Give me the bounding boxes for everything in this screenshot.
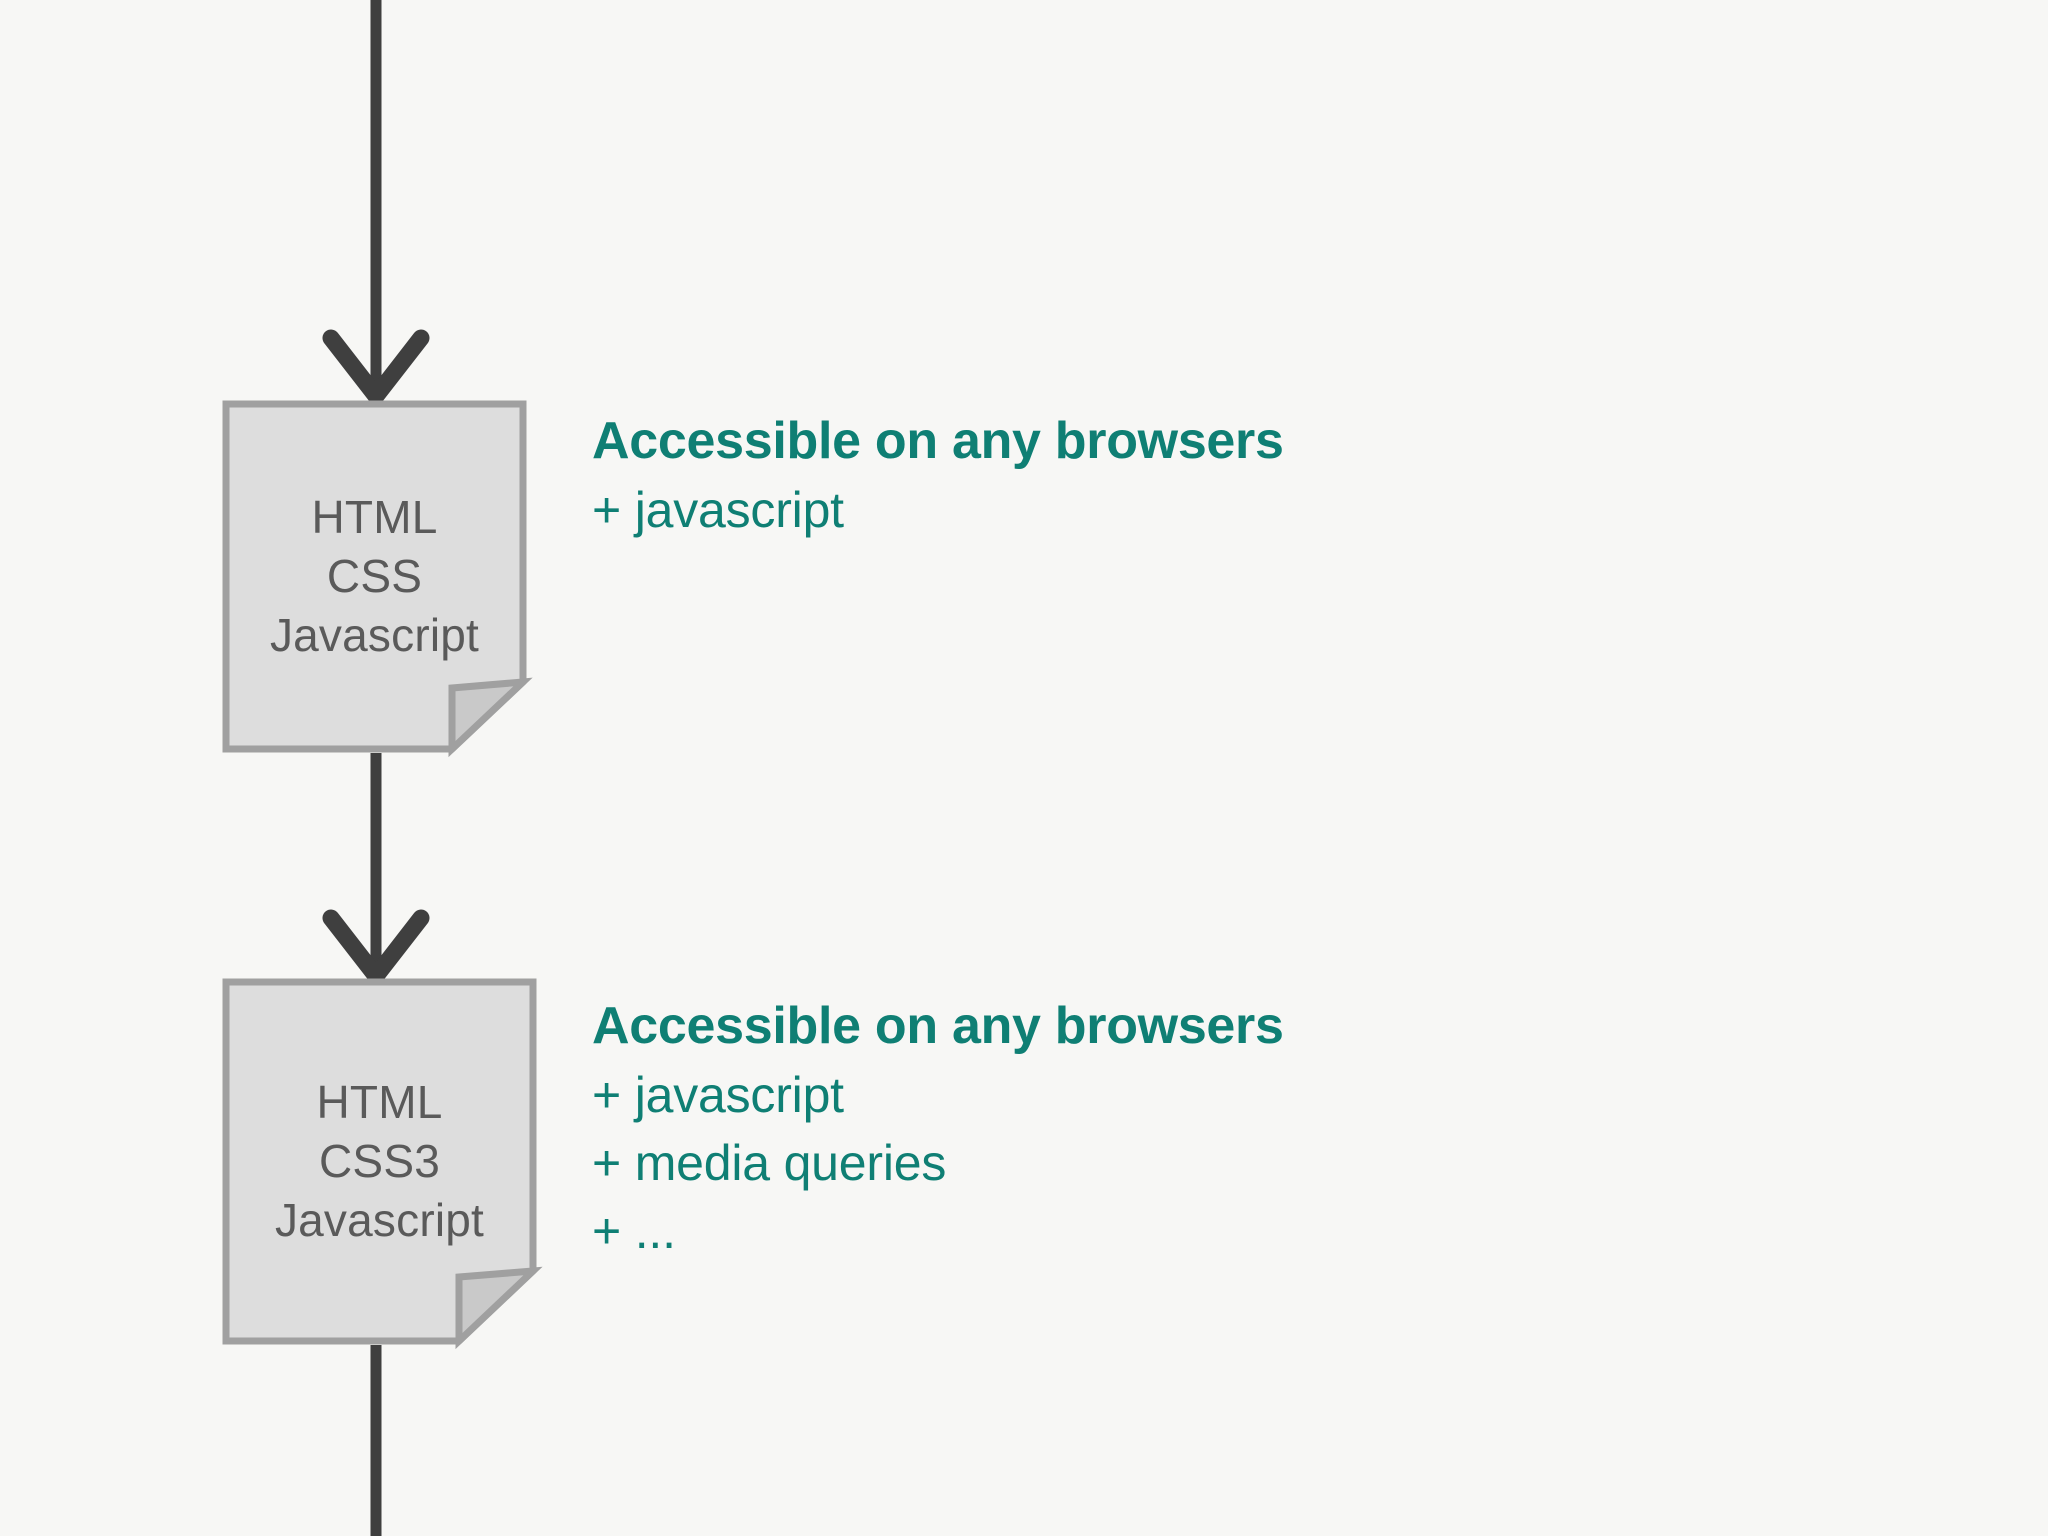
document-shape — [222, 978, 543, 1350]
document-corner-fold — [455, 1266, 543, 1350]
node-html-css[interactable]: HTML CSS Javascript — [222, 400, 533, 758]
annotation-node-html-css: Accessible on any browsers + javascript — [592, 415, 1284, 535]
annotation-item-1: + javascript — [592, 1067, 844, 1123]
annotation-title: Accessible on any browsers — [592, 412, 1284, 470]
document-corner-fold — [448, 677, 533, 758]
document-shape — [222, 400, 533, 758]
connector-mid-arrowhead — [322, 909, 430, 990]
connector-top-in — [322, 0, 430, 410]
annotation-item-1: + javascript — [592, 482, 844, 538]
annotation-title: Accessible on any browsers — [592, 997, 1284, 1055]
connector-mid — [322, 753, 430, 990]
annotation-item-2: + media queries — [592, 1135, 947, 1191]
connector-top-in-arrowhead — [322, 329, 430, 410]
annotation-item-3: + ... — [592, 1203, 676, 1259]
annotation-node-html-css3: Accessible on any browsers + javascript … — [592, 1000, 1284, 1256]
node-html-css3[interactable]: HTML CSS3 Javascript — [222, 978, 543, 1350]
